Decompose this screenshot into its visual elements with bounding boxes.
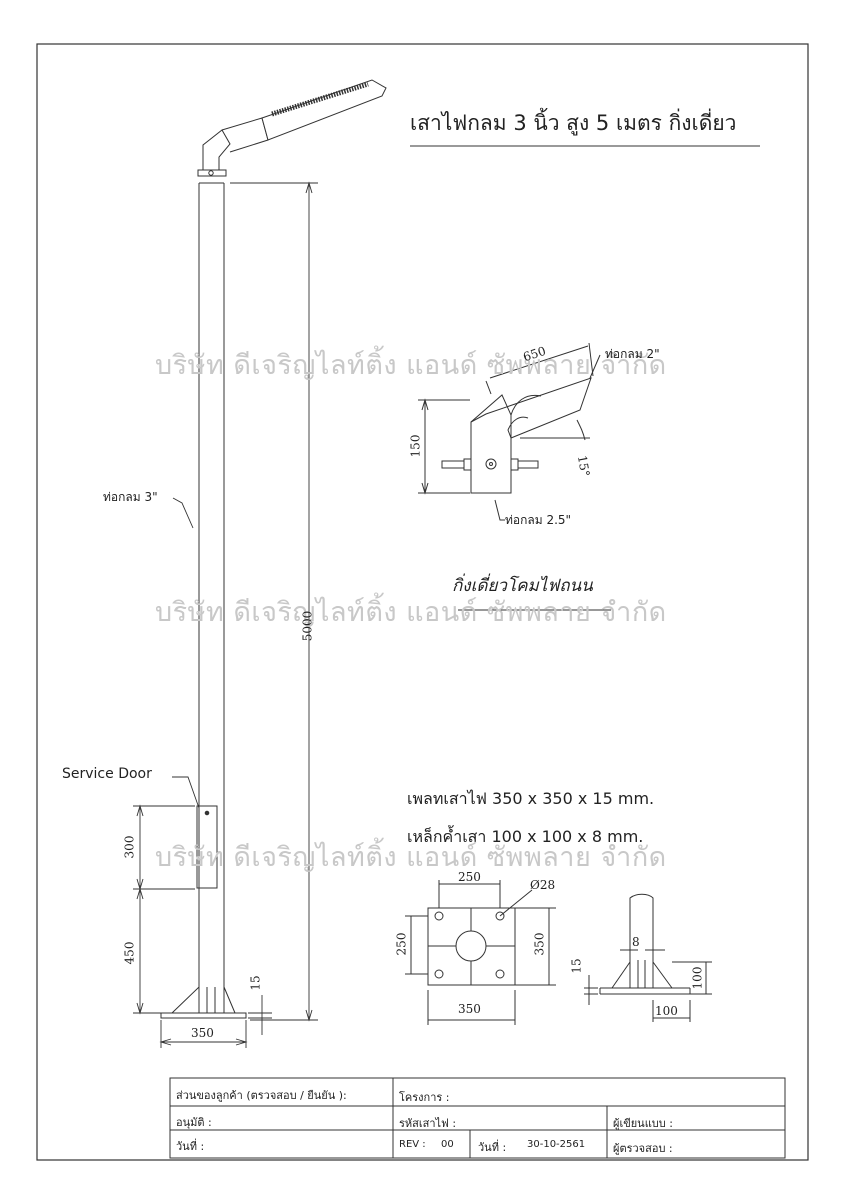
pipe-2in-label: ท่อกลม 2" — [605, 347, 660, 361]
dim-door-offset: 450 — [122, 941, 137, 965]
tb-rev-value: 00 — [441, 1139, 454, 1150]
leaders — [172, 497, 200, 809]
drawing-title: เสาไฟกลม 3 นิ้ว สูง 5 เมตร กิ่งเดี่ยว — [410, 111, 737, 135]
tb-project: โครงการ : — [399, 1091, 450, 1104]
tb-date-value: 30-10-2561 — [527, 1139, 586, 1150]
dim-gusset-height: 100 — [690, 966, 705, 990]
dim-plate-side: 350 — [532, 932, 547, 956]
dim-bolt-spacing-top: 250 — [458, 870, 481, 884]
base-plate-spec: เพลทเสาไฟ 350 x 350 x 15 mm. — [407, 789, 655, 808]
tb-date-label: วันที่ : — [478, 1141, 507, 1154]
plate-thickness-dimension — [248, 995, 272, 1035]
tb-pole-code: รหัสเสาไฟ : — [399, 1117, 457, 1130]
dim-base-width: 350 — [191, 1026, 214, 1040]
tb-rev-label: REV : — [399, 1139, 426, 1150]
watermark: บริษัท ดีเจริญไลท์ติ้ง แอนด์ ซัพพลาย จำก… — [155, 597, 667, 628]
dim-door-height: 300 — [122, 835, 137, 859]
plate-plan — [405, 880, 556, 1025]
pipe-3in-label: ท่อกลม 3" — [103, 490, 158, 504]
gusset-detail — [584, 893, 712, 1022]
pipe-2-5in-label: ท่อกลม 2.5" — [505, 513, 572, 527]
tb-customer-section: ส่วนของลูกค้า (ตรวจสอบ / ยืนยัน ): — [176, 1089, 347, 1102]
title-block-grid — [169, 1077, 786, 1159]
arm-detail — [418, 342, 601, 521]
dim-arm-angle: 15° — [574, 454, 593, 478]
dim-height-total: 5000 — [300, 610, 315, 642]
branch-caption: กิ่งเดี่ยวโคมไฟถนน — [452, 576, 593, 596]
dim-arm-height: 150 — [408, 434, 423, 458]
tb-checked-by: ผู้ตรวจสอบ : — [613, 1142, 673, 1155]
service-door-label: Service Door — [62, 766, 152, 782]
tb-drawn-by: ผู้เขียนแบบ : — [613, 1117, 673, 1130]
watermark: บริษัท ดีเจริญไลท์ติ้ง แอนด์ ซัพพลาย จำก… — [155, 842, 667, 873]
watermark: บริษัท ดีเจริญไลท์ติ้ง แอนด์ ซัพพลาย จำก… — [155, 350, 667, 381]
dim-gusset-width: 100 — [655, 1004, 678, 1018]
tb-date-left: วันที่ : — [176, 1140, 205, 1153]
height-dimension — [230, 181, 318, 1022]
pole-drawing — [160, 79, 387, 1019]
dim-gusset-thickness: 8 — [632, 935, 640, 949]
door-dimensions — [133, 804, 195, 1015]
tb-approve: อนุมัติ : — [176, 1116, 212, 1129]
page-frame — [36, 43, 809, 1161]
dim-plate-bottom: 350 — [458, 1002, 481, 1016]
dim-hole-diameter: Ø28 — [530, 878, 556, 892]
base-width-dimension — [159, 1020, 248, 1048]
gusset-spec: เหล็กค้ำเสา 100 x 100 x 8 mm. — [407, 827, 644, 846]
dim-bolt-spacing-left: 250 — [394, 932, 409, 956]
dim-plate-thickness-side: 15 — [569, 958, 584, 974]
dim-plate-thickness: 15 — [248, 975, 263, 991]
